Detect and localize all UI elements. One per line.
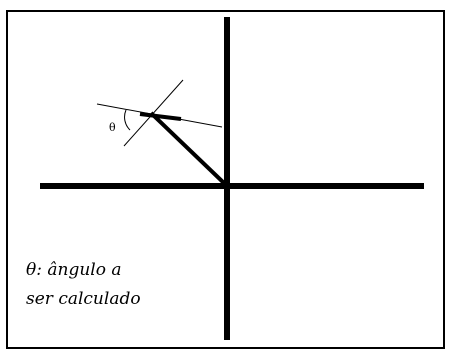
theta-label: θ	[109, 121, 116, 134]
angle-arc	[124, 109, 131, 131]
thick-tangent-segment	[139, 112, 182, 121]
caption-line-2: ser calculado	[26, 289, 141, 309]
caption-line-1: θ: ângulo a	[26, 260, 122, 280]
thick-radius-segment	[149, 111, 227, 186]
